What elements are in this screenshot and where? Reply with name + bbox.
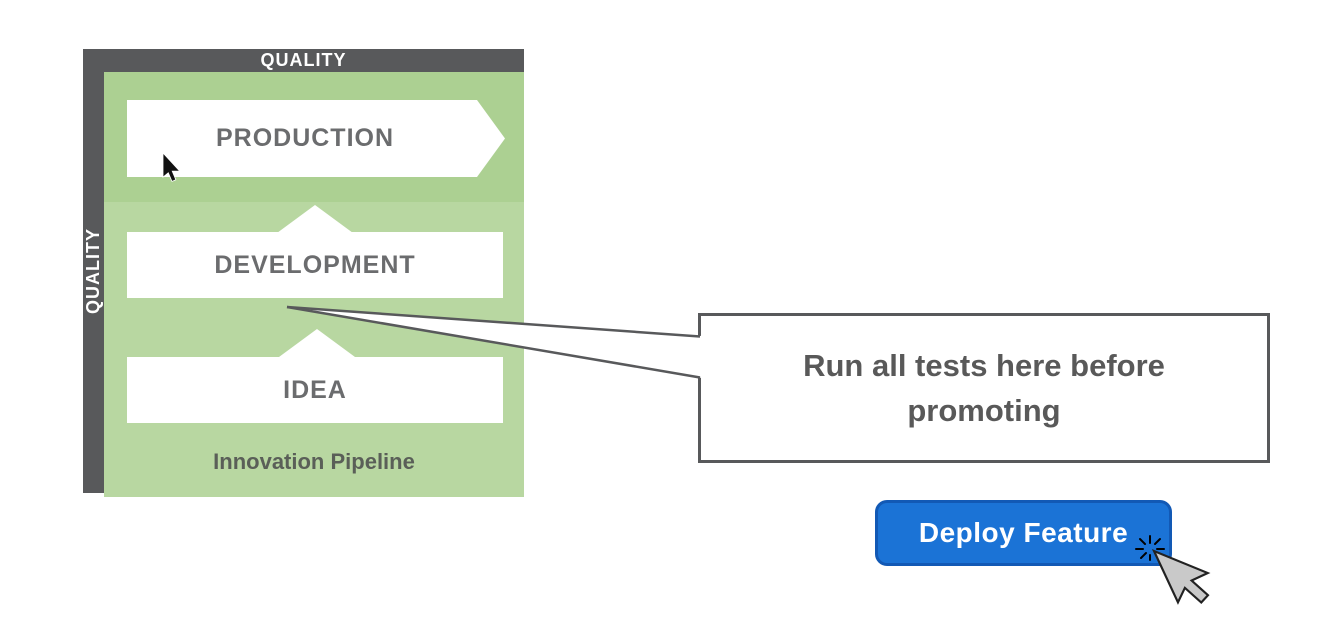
quality-axis-top: QUALITY bbox=[83, 49, 524, 72]
stage-production-label: PRODUCTION bbox=[215, 124, 395, 152]
stage-development: DEVELOPMENT bbox=[127, 232, 503, 298]
callout-text: Run all tests here before promoting bbox=[803, 348, 1165, 428]
diagram-caption: Innovation Pipeline bbox=[213, 449, 415, 474]
quality-axis-left-label: QUALITY bbox=[83, 228, 103, 314]
stage-idea: IDEA bbox=[127, 357, 503, 423]
deploy-feature-label: Deploy Feature bbox=[918, 517, 1129, 548]
deploy-feature-button[interactable]: Deploy Feature bbox=[875, 500, 1172, 566]
stage-idea-label: IDEA bbox=[283, 375, 347, 404]
stage-production: PRODUCTION bbox=[127, 100, 505, 177]
quality-axis-left: QUALITY bbox=[83, 49, 104, 493]
quality-axis-top-label: QUALITY bbox=[260, 50, 347, 70]
callout-box: Run all tests here before promoting bbox=[698, 313, 1270, 463]
stage-development-label: DEVELOPMENT bbox=[214, 250, 416, 279]
